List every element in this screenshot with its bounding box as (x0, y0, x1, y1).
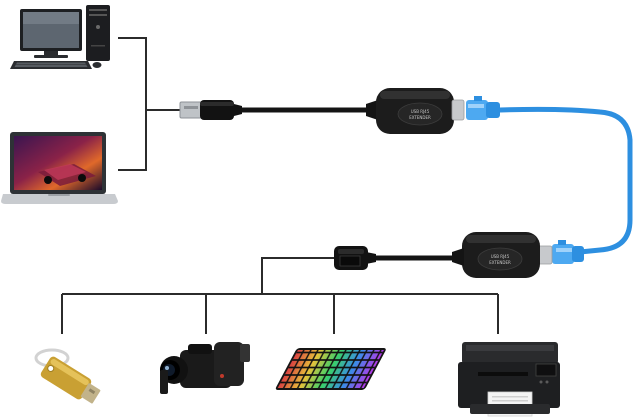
source-wiring (118, 38, 180, 170)
desktop-computer-icon (10, 5, 110, 69)
video-camera-icon (160, 342, 250, 394)
usb-flash-drive-icon (36, 350, 103, 407)
laptop-icon (1, 132, 118, 204)
ethernet-cable (500, 109, 630, 252)
rj45-plug-transmitter (466, 96, 500, 120)
transmitter-adapter: USB RJ45 EXTENDER (366, 88, 464, 134)
wire-laptop (118, 110, 146, 170)
transmitter-label-line2: EXTENDER (409, 115, 431, 120)
keyboard-icon (275, 348, 387, 390)
receiver-label-line1: USB RJ45 (491, 254, 510, 259)
usb-a-male-plug (180, 100, 242, 120)
printer-icon (458, 342, 560, 416)
receiver-label-line2: EXTENDER (489, 260, 511, 265)
transmitter-label-line1: USB RJ45 (411, 109, 430, 114)
wire-socket-to-bus (262, 258, 334, 294)
usb-a-female-socket (334, 246, 376, 270)
rj45-plug-receiver (552, 240, 584, 264)
device-wiring (62, 258, 498, 334)
receiver-adapter: USB RJ45 EXTENDER (452, 232, 552, 278)
wire-desktop (118, 38, 146, 110)
